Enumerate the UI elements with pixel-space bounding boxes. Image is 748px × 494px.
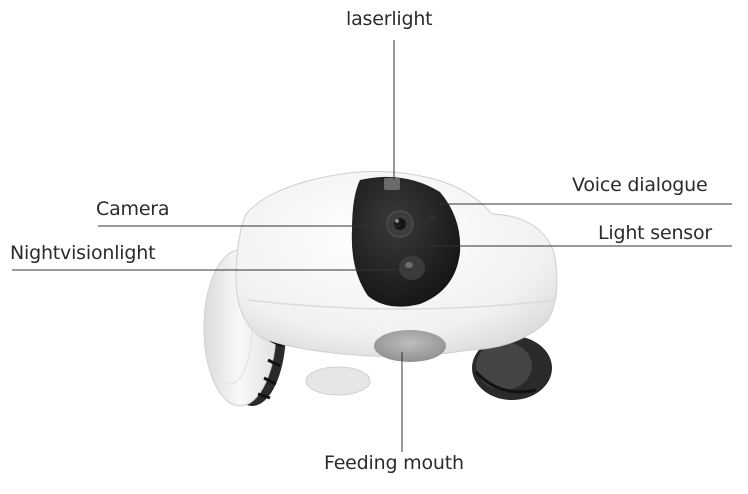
leader-lines <box>12 40 732 452</box>
right-wheel <box>472 336 552 400</box>
light-sensor-dot <box>428 214 436 222</box>
laser-light-label: laserlight <box>346 8 433 30</box>
voice-dialogue-label: Voice dialogue <box>572 174 708 196</box>
night-vision-light-label: Nightvisionlight <box>10 242 156 264</box>
caster-ball <box>305 366 371 396</box>
feeding-mouth-opening <box>374 330 446 362</box>
laser-module <box>384 178 400 190</box>
night-vision-led <box>399 256 425 280</box>
feeding-mouth-label: Feeding mouth <box>324 452 464 474</box>
light-sensor-label: Light sensor <box>598 222 713 244</box>
camera-lens <box>386 210 414 238</box>
face-panel <box>351 176 461 307</box>
camera-label: Camera <box>96 198 170 220</box>
